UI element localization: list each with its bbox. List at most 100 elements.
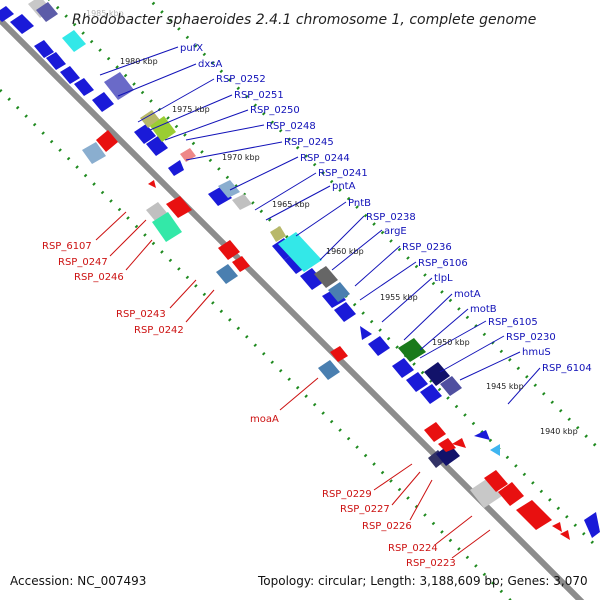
gene-label: motB [470, 304, 497, 315]
gene-arrow [140, 110, 160, 128]
gene-label: RSP_0236 [402, 242, 452, 253]
gene-label: RSP_0241 [318, 168, 368, 179]
gene-arrow [46, 52, 66, 70]
gene-arrow [436, 444, 460, 466]
gene-label: dxsA [198, 59, 222, 70]
gene-label: argE [384, 226, 407, 237]
reverse-gene-labels: RSP_6107 RSP_0247 RSP_0246 RSP_0243 RSP_… [42, 241, 456, 569]
gene-label: pufX [180, 43, 203, 54]
gene-label: RSP_0245 [284, 137, 334, 148]
gene-arrow [166, 196, 192, 218]
gene-label: RSP_0226 [362, 521, 412, 532]
gene-arrow [560, 530, 570, 540]
gene-arrow [484, 470, 508, 492]
tick-label: 1985 kbp [86, 9, 124, 18]
gene-label: RSP_0238 [366, 212, 416, 223]
gene-arrow [584, 512, 600, 538]
gene-arrow [328, 282, 350, 302]
tick-labels: 1985 kbp 1980 kbp 1975 kbp 1970 kbp 1965… [86, 9, 578, 436]
tick-label: 1960 kbp [326, 247, 364, 256]
gene-label: hmuS [522, 347, 551, 358]
gene-label: RSP_0244 [300, 153, 350, 164]
gene-label: RSP_0227 [340, 504, 390, 515]
gene-arrow [470, 478, 502, 508]
gene-label: RSP_6105 [488, 317, 538, 328]
gene-arrow [334, 302, 356, 322]
reverse-genes [96, 130, 570, 540]
gene-arrow [474, 430, 490, 440]
gene-arrow [146, 136, 168, 156]
gene-arrow [392, 358, 414, 378]
gene-arrow [148, 180, 156, 188]
gene-arrow [516, 500, 552, 530]
gene-arrow [134, 124, 156, 144]
gene-arrow [152, 212, 182, 242]
gene-label: RSP_0229 [322, 489, 372, 500]
gene-arrow [424, 362, 450, 386]
gene-label: moaA [250, 414, 279, 425]
gene-arrow [490, 444, 500, 456]
gene-arrow [10, 14, 34, 34]
gene-label: RSP_0246 [74, 272, 124, 283]
gene-label: RSP_0251 [234, 90, 284, 101]
gene-arrow [232, 194, 252, 210]
tick-label: 1945 kbp [486, 382, 524, 391]
tick-label: 1965 kbp [272, 200, 310, 209]
gene-arrow [438, 438, 456, 452]
gene-arrow [96, 130, 118, 152]
gene-arrow [60, 66, 80, 84]
gene-arrow [232, 256, 250, 272]
gene-arrow [36, 2, 58, 22]
gene-arrow [420, 384, 442, 404]
gene-arrow [216, 264, 238, 284]
gene-arrow [168, 160, 184, 176]
tick-label: 1940 kbp [540, 427, 578, 436]
gene-label: RSP_0248 [266, 121, 316, 132]
gene-arrow [452, 438, 466, 448]
gene-label: RSP_6104 [542, 363, 592, 374]
gene-arrow [74, 78, 94, 96]
gene-arrow [218, 180, 240, 198]
tick-label: 1980 kbp [120, 57, 158, 66]
tick-label: 1955 kbp [380, 293, 418, 302]
gene-arrow [360, 326, 372, 340]
gene-arrow [0, 6, 14, 22]
gene-arrow [314, 266, 338, 288]
gene-label: RSP_0224 [388, 543, 438, 554]
gene-label: RSP_0247 [58, 257, 108, 268]
gene-arrow [368, 336, 390, 356]
gene-label: pntA [332, 181, 356, 192]
tick-label: 1970 kbp [222, 153, 260, 162]
gene-label: RSP_0223 [406, 558, 456, 569]
gene-label: tlpL [434, 273, 453, 284]
gene-label: RSP_0243 [116, 309, 166, 320]
gene-label: RSP_0250 [250, 105, 300, 116]
tick-label: 1950 kbp [432, 338, 470, 347]
gene-arrow [406, 372, 428, 392]
gene-arrow [82, 142, 106, 164]
topology-text: Topology: circular; Length: 3,188,609 bp… [257, 574, 588, 588]
gene-label: PntB [348, 198, 371, 209]
gene-arrow [34, 40, 54, 58]
gene-label: motA [454, 289, 481, 300]
gene-label: RSP_0230 [506, 332, 556, 343]
gene-arrow [552, 522, 562, 532]
gene-arrow [318, 360, 340, 380]
gene-arrow [424, 422, 446, 442]
gene-label: RSP_0242 [134, 325, 184, 336]
gene-arrow [218, 240, 240, 260]
forward-gene-labels: pufX dxsA RSP_0252 RSP_0251 RSP_0250 RSP… [180, 43, 592, 374]
feature-blocks [28, 0, 502, 508]
gene-label: RSP_6106 [418, 258, 468, 269]
gene-arrow [398, 338, 426, 362]
gene-arrow [92, 92, 114, 112]
gene-arrow [150, 116, 176, 142]
genome-backbone [0, 17, 585, 600]
gene-arrow [278, 232, 322, 272]
forward-leaders [99, 46, 541, 405]
gene-arrow [62, 30, 86, 52]
gene-arrow [498, 482, 524, 506]
tick-label: 1975 kbp [172, 105, 210, 114]
